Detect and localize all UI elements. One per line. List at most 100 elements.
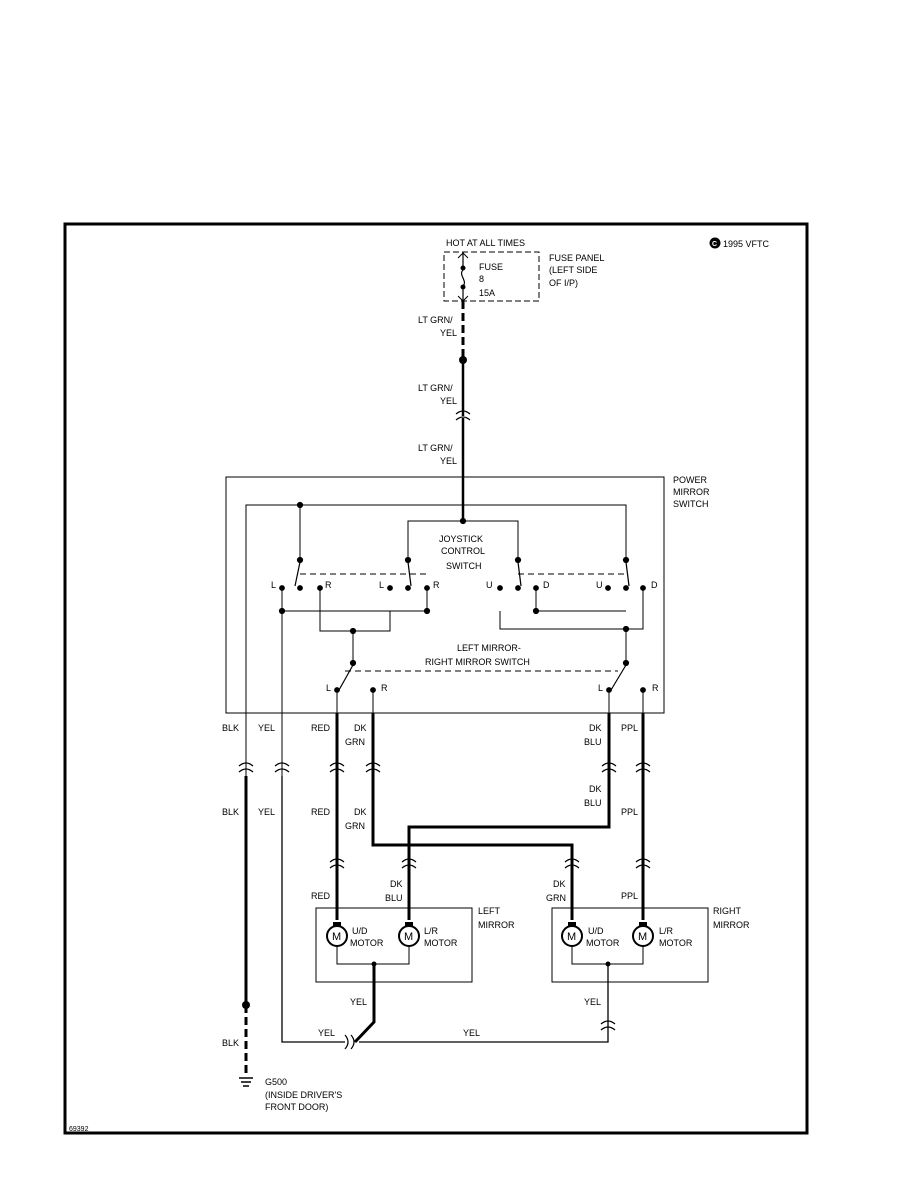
left-ud-motor-icon — [326, 922, 348, 947]
fuse-panel-label-1: FUSE PANEL — [549, 253, 604, 263]
ground-location-1: (INSIDE DRIVER'S — [265, 1090, 342, 1100]
switch-contacts — [278, 501, 646, 693]
wire-label-ppl-3: PPL — [621, 891, 638, 901]
left-ud-motor-word: MOTOR — [350, 938, 384, 948]
wire-label-dk-blu-3b: BLU — [385, 893, 403, 903]
wire-label-dk-grn-1b: GRN — [345, 737, 365, 747]
wire-label-dk-grn-3b: GRN — [546, 893, 566, 903]
wire-label-dk-blu-2a: DK — [589, 784, 602, 794]
wire-label-ppl-1: PPL — [621, 723, 638, 733]
left-lr-motor-word: MOTOR — [424, 938, 458, 948]
left-ud-motor-symbol: M — [332, 931, 341, 943]
feed-wire-label-3a: LT GRN/ — [418, 443, 453, 453]
wire-label-red-2: RED — [311, 807, 331, 817]
wire-label-dk-grn-3a: DK — [553, 879, 566, 889]
left-mirror-junction — [371, 961, 377, 967]
ground-icon — [239, 1077, 253, 1087]
wire-label-dk-blu-1b: BLU — [584, 737, 602, 747]
ground-location-2: FRONT DOOR) — [265, 1102, 328, 1112]
selector-contact-r2: R — [652, 683, 659, 693]
right-lr-motor-symbol: M — [638, 931, 647, 943]
copyright-icon — [709, 237, 721, 249]
feed-wire-label-1b: YEL — [440, 328, 457, 338]
left-mirror-label-2: MIRROR — [478, 920, 515, 930]
selector-contact-l2: L — [598, 683, 603, 693]
fuse-number: 8 — [479, 274, 484, 284]
fuse-panel-label-2: (LEFT SIDE — [549, 265, 597, 275]
wire-label-red-1: RED — [311, 723, 331, 733]
hot-at-all-times-label: HOT AT ALL TIMES — [446, 238, 525, 248]
output-wires — [244, 713, 645, 1076]
left-mirror-wiring — [336, 947, 410, 965]
right-lr-motor-icon — [632, 922, 654, 947]
left-mirror-box — [315, 907, 473, 983]
feed-wire-label-3b: YEL — [440, 456, 457, 466]
left-lr-motor-icon — [398, 922, 420, 947]
selector-label-1: LEFT MIRROR- — [457, 643, 521, 653]
fuse-symbol — [457, 252, 469, 302]
fuse-panel-label-3: OF I/P) — [549, 278, 578, 288]
contact-label-r1: R — [325, 580, 332, 590]
joystick-label-2: CONTROL — [441, 546, 485, 556]
wire-label-dk-blu-2b: BLU — [584, 798, 602, 808]
left-lr-motor-symbol: M — [404, 931, 413, 943]
contact-label-d2: D — [651, 580, 658, 590]
copyright-mark: C 1995 VFTC — [709, 237, 770, 249]
selector-label-2: RIGHT MIRROR SWITCH — [425, 657, 530, 667]
wire-label-blk-1: BLK — [222, 723, 239, 733]
feed-wire-label-1a: LT GRN/ — [418, 315, 453, 325]
power-mirror-switch-label-3: SWITCH — [673, 499, 709, 509]
feed-wire-label-2b: YEL — [440, 396, 457, 406]
joystick-label-1: JOYSTICK — [439, 534, 483, 544]
contact-label-u1: U — [486, 580, 493, 590]
diagram-frame — [63, 222, 809, 1135]
right-mirror-box — [551, 907, 709, 983]
wire-label-dk-grn-1a: DK — [354, 723, 367, 733]
wire-label-yel-right-mirror: YEL — [584, 997, 601, 1007]
wire-label-dk-grn-2a: DK — [354, 807, 367, 817]
feed-wire-label-2a: LT GRN/ — [418, 383, 453, 393]
right-mirror-junction — [605, 961, 611, 967]
right-mirror-wiring — [571, 947, 644, 965]
fuse-name: FUSE — [479, 262, 503, 272]
contact-label-l1: L — [271, 580, 276, 590]
right-ud-motor-label: U/D — [588, 926, 604, 936]
copyright-label: 1995 VFTC — [723, 239, 770, 249]
wire-label-blk-3: BLK — [222, 1038, 239, 1048]
selector-contact-l1: L — [326, 683, 331, 693]
fuse-panel-box — [443, 251, 540, 302]
wire-label-blk-2: BLK — [222, 807, 239, 817]
joystick-label-3: SWITCH — [446, 561, 482, 571]
contact-label-d1: D — [543, 580, 550, 590]
wire-label-yel-bottom: YEL — [463, 1028, 480, 1038]
contact-label-l2: L — [379, 580, 384, 590]
ground-splice-dot — [242, 1001, 250, 1009]
wire-label-dk-blu-3a: DK — [390, 879, 403, 889]
figure-number: 69392 — [69, 1126, 89, 1133]
right-ud-motor-word: MOTOR — [586, 938, 620, 948]
wire-label-yel-left-mirror: YEL — [350, 997, 367, 1007]
wire-label-dk-grn-2b: GRN — [345, 821, 365, 831]
right-mirror-label-2: MIRROR — [713, 920, 750, 930]
right-lr-motor-label: L/R — [659, 926, 674, 936]
wire-label-dk-blu-1a: DK — [589, 723, 602, 733]
wire-label-red-3: RED — [311, 891, 331, 901]
wire-label-ppl-2: PPL — [621, 807, 638, 817]
contact-label-r2: R — [433, 580, 440, 590]
right-mirror-label-1: RIGHT — [713, 906, 742, 916]
wire-connectors — [238, 762, 651, 1050]
power-mirror-switch-box — [225, 476, 665, 714]
wire-label-yel-bottom-left: YEL — [318, 1028, 335, 1038]
wire-label-yel-2: YEL — [258, 807, 275, 817]
wire-label-yel-1: YEL — [258, 723, 275, 733]
ground-id: G500 — [265, 1077, 287, 1087]
copyright-symbol: C — [712, 241, 717, 248]
power-mirror-switch-label-2: MIRROR — [673, 487, 710, 497]
fuse-rating: 15A — [479, 288, 495, 298]
contact-label-u2: U — [596, 580, 603, 590]
selector-contact-r1: R — [381, 683, 388, 693]
left-ud-motor-label: U/D — [352, 926, 368, 936]
power-mirror-switch-label-1: POWER — [673, 475, 708, 485]
connector-icon — [455, 410, 471, 421]
